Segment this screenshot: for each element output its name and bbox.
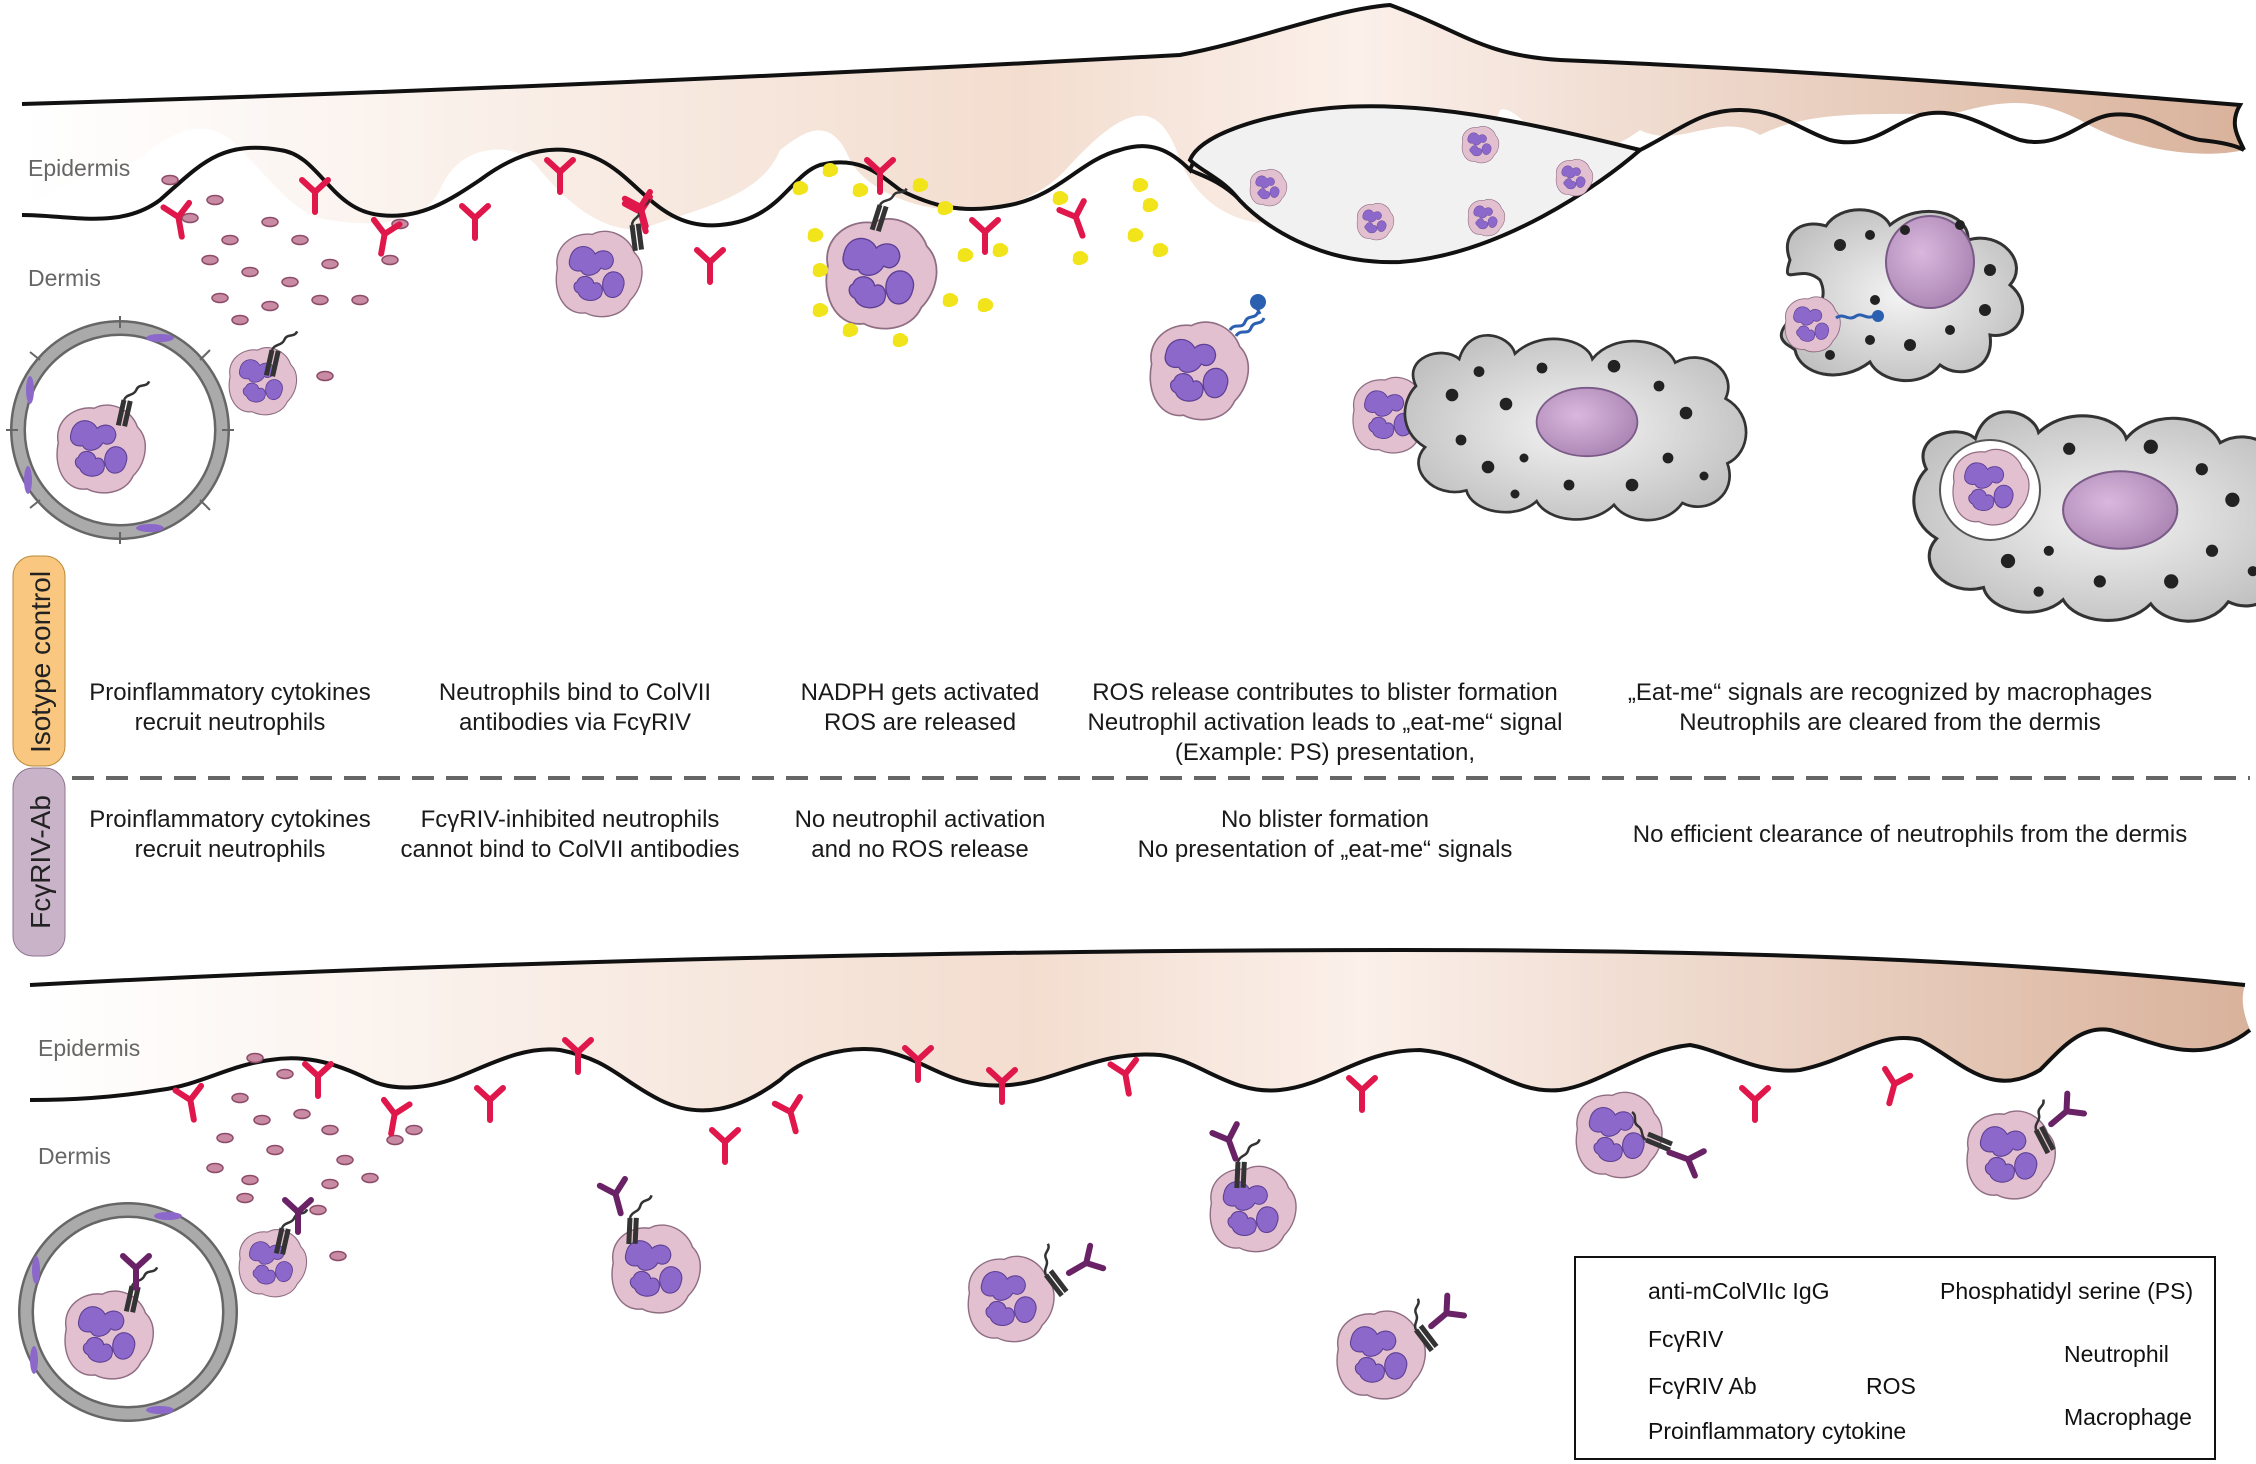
macrophage-recognizing	[1403, 333, 1748, 522]
label-epidermis-bottom: Epidermis	[38, 1035, 140, 1061]
macrophage-engulfing	[1779, 208, 2025, 383]
fcgriv-ab-tag	[12, 767, 66, 957]
epidermis-top	[22, 5, 2244, 230]
epidermis-top-surface	[21, 2, 2246, 151]
neutrophil-ps-presenting	[1149, 321, 1250, 421]
isotype-control-label: Isotype control	[25, 571, 56, 753]
blood-vessel-bottom	[18, 1202, 238, 1422]
legend-neutrophil-label: Neutrophil	[2064, 1341, 2169, 1367]
fcgriv-ab-bound	[123, 1256, 149, 1288]
blood-vessel-top	[6, 316, 234, 544]
legend-macrophage-label: Macrophage	[2064, 1404, 2192, 1430]
ps-molecule	[1835, 310, 1884, 322]
basement-membrane-bottom	[29, 1027, 2252, 1113]
legend-box	[1574, 1256, 2216, 1460]
neutrophil-extravasating-top	[228, 347, 298, 416]
legend-ros-label: ROS	[1866, 1373, 1916, 1399]
legend-fcgriv-ab-label: FcγRIV Ab	[1648, 1373, 1757, 1399]
legend-fcgriv-label: FcγRIV	[1648, 1326, 1724, 1352]
epidermis-bottom-surface	[29, 947, 2246, 987]
label-dermis-top: Dermis	[28, 265, 101, 291]
isotype-caption-5: „Eat-me“ signals are recognized by macro…	[1627, 679, 2153, 736]
label-epidermis-top: Epidermis	[28, 155, 130, 181]
legend-cytokine-label: Proinflammatory cytokine	[1648, 1418, 1907, 1444]
blister-top	[1187, 104, 1645, 265]
neutrophil-in-vessel-bottom	[64, 1290, 154, 1380]
isotype-caption-4: ROS release contributes to blister forma…	[1087, 679, 1563, 766]
isotype-control-tag	[12, 555, 66, 767]
legend-ps-label: Phosphatidyl serine (PS)	[1940, 1278, 2194, 1304]
fcgriv-caption-5: No efficient clearance of neutrophils fr…	[1632, 821, 2188, 848]
neutrophil-activated	[825, 217, 938, 330]
fcgriv-ab-label: FcγRIV-Ab	[25, 795, 56, 929]
label-dermis-bottom: Dermis	[38, 1143, 111, 1169]
ps-molecule	[1228, 294, 1266, 337]
legend-igg-label: anti-mColVIIc IgG	[1648, 1278, 1830, 1304]
neutrophil-extravasating-bottom	[238, 1229, 308, 1298]
epidermis-bottom	[30, 950, 2250, 1111]
neutrophil-in-vessel-top	[56, 404, 146, 494]
fcgriv-ab-bound	[285, 1200, 311, 1232]
neutrophil-bound	[555, 230, 643, 318]
